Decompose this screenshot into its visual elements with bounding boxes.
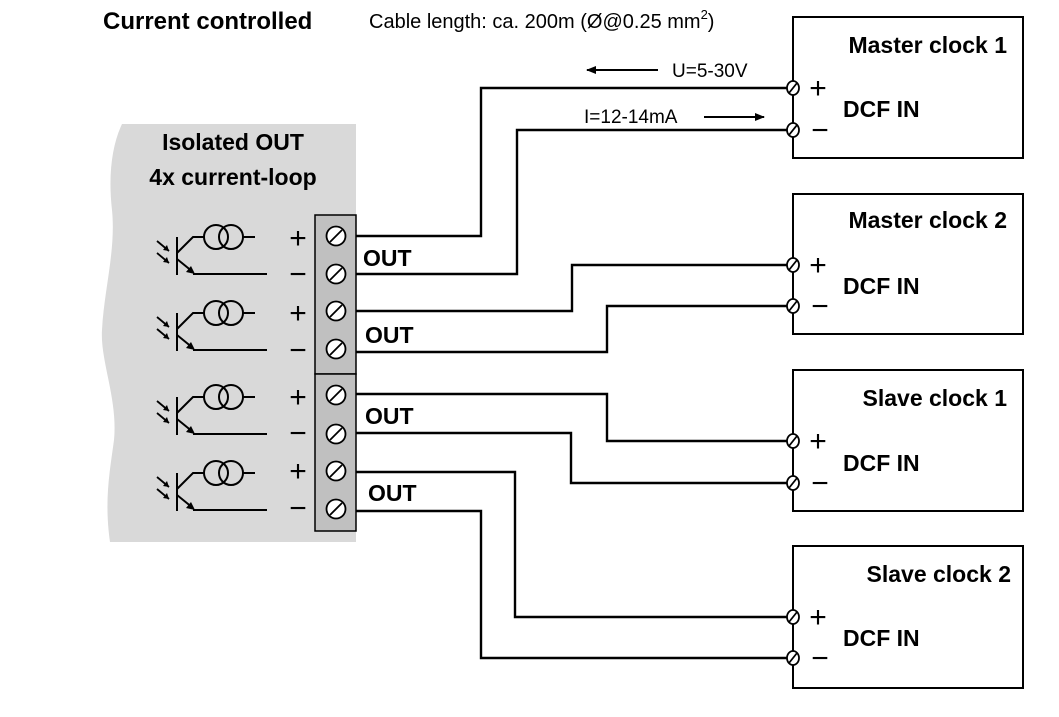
device-minus-sign: −	[811, 642, 829, 675]
device-minus-sign: −	[811, 467, 829, 500]
device-minus-sign: −	[811, 114, 829, 147]
device-screw-minus	[786, 475, 800, 491]
device-slave-clock-2: Slave clock 2 DCF IN + −	[786, 545, 1024, 689]
terminal-screw-6	[325, 423, 347, 445]
wire-ch1-minus	[356, 128, 793, 276]
wire-ch2-plus	[356, 263, 793, 313]
channel-1-minus-sign: −	[289, 258, 307, 291]
device-plus-sign: +	[809, 72, 827, 105]
device-screw-plus	[786, 609, 800, 625]
terminal-screw-5	[325, 384, 347, 406]
channel-3-minus-sign: −	[289, 417, 307, 450]
device-slave-clock-1: Slave clock 1 DCF IN + −	[786, 369, 1024, 512]
terminal-screw-3	[325, 300, 347, 322]
channel-1-plus-sign: +	[289, 222, 307, 255]
wire-ch2-minus	[356, 304, 793, 354]
diagram-title: Current controlled	[103, 8, 312, 35]
wire-ch4-minus	[356, 509, 793, 660]
wire-ch4-plus	[356, 470, 793, 619]
device-master-clock-1: Master clock 1 DCF IN + −	[786, 16, 1024, 159]
device-input-label: DCF IN	[843, 625, 920, 651]
current-label: I=12-14mA	[584, 107, 678, 128]
device-input-label: DCF IN	[843, 96, 920, 122]
terminal-screw-7	[325, 460, 347, 482]
channel-2-plus-sign: +	[289, 297, 307, 330]
terminal-screw-4	[325, 338, 347, 360]
device-input-label: DCF IN	[843, 273, 920, 299]
wire-ch1-plus	[356, 86, 793, 238]
device-screw-minus	[786, 122, 800, 138]
panel-title-line2: 4x current-loop	[149, 164, 316, 190]
wire-ch3-minus	[356, 431, 793, 485]
wire-ch3-plus	[356, 392, 793, 443]
device-name: Slave clock 2	[867, 561, 1012, 587]
voltage-label: U=5-30V	[672, 61, 748, 82]
device-screw-plus	[786, 257, 800, 273]
source-panel-background	[101, 124, 356, 542]
channel-3-plus-sign: +	[289, 381, 307, 414]
terminal-screw-8	[325, 498, 347, 520]
channel-3-out-label: OUT	[365, 403, 414, 429]
panel-title-line1: Isolated OUT	[162, 129, 304, 155]
channel-4-plus-sign: +	[289, 455, 307, 488]
device-screw-plus	[786, 433, 800, 449]
channel-4-out-label: OUT	[368, 480, 417, 506]
device-plus-sign: +	[809, 601, 827, 634]
device-screw-minus	[786, 650, 800, 666]
device-plus-sign: +	[809, 425, 827, 458]
terminal-screw-1	[325, 225, 347, 247]
channel-1-out-label: OUT	[363, 245, 412, 271]
device-screw-minus	[786, 298, 800, 314]
cable-length-note: Cable length: ca. 200m (Ø@0.25 mm2)	[369, 7, 714, 33]
device-name: Slave clock 1	[863, 385, 1008, 411]
terminal-screw-2	[325, 263, 347, 285]
device-input-label: DCF IN	[843, 450, 920, 476]
channel-2-out-label: OUT	[365, 322, 414, 348]
device-screw-plus	[786, 80, 800, 96]
channel-4-minus-sign: −	[289, 492, 307, 525]
device-name: Master clock 2	[848, 207, 1007, 233]
device-plus-sign: +	[809, 249, 827, 282]
channel-2-minus-sign: −	[289, 334, 307, 367]
device-master-clock-2: Master clock 2 DCF IN + −	[786, 193, 1024, 335]
device-minus-sign: −	[811, 290, 829, 323]
device-name: Master clock 1	[848, 32, 1007, 58]
